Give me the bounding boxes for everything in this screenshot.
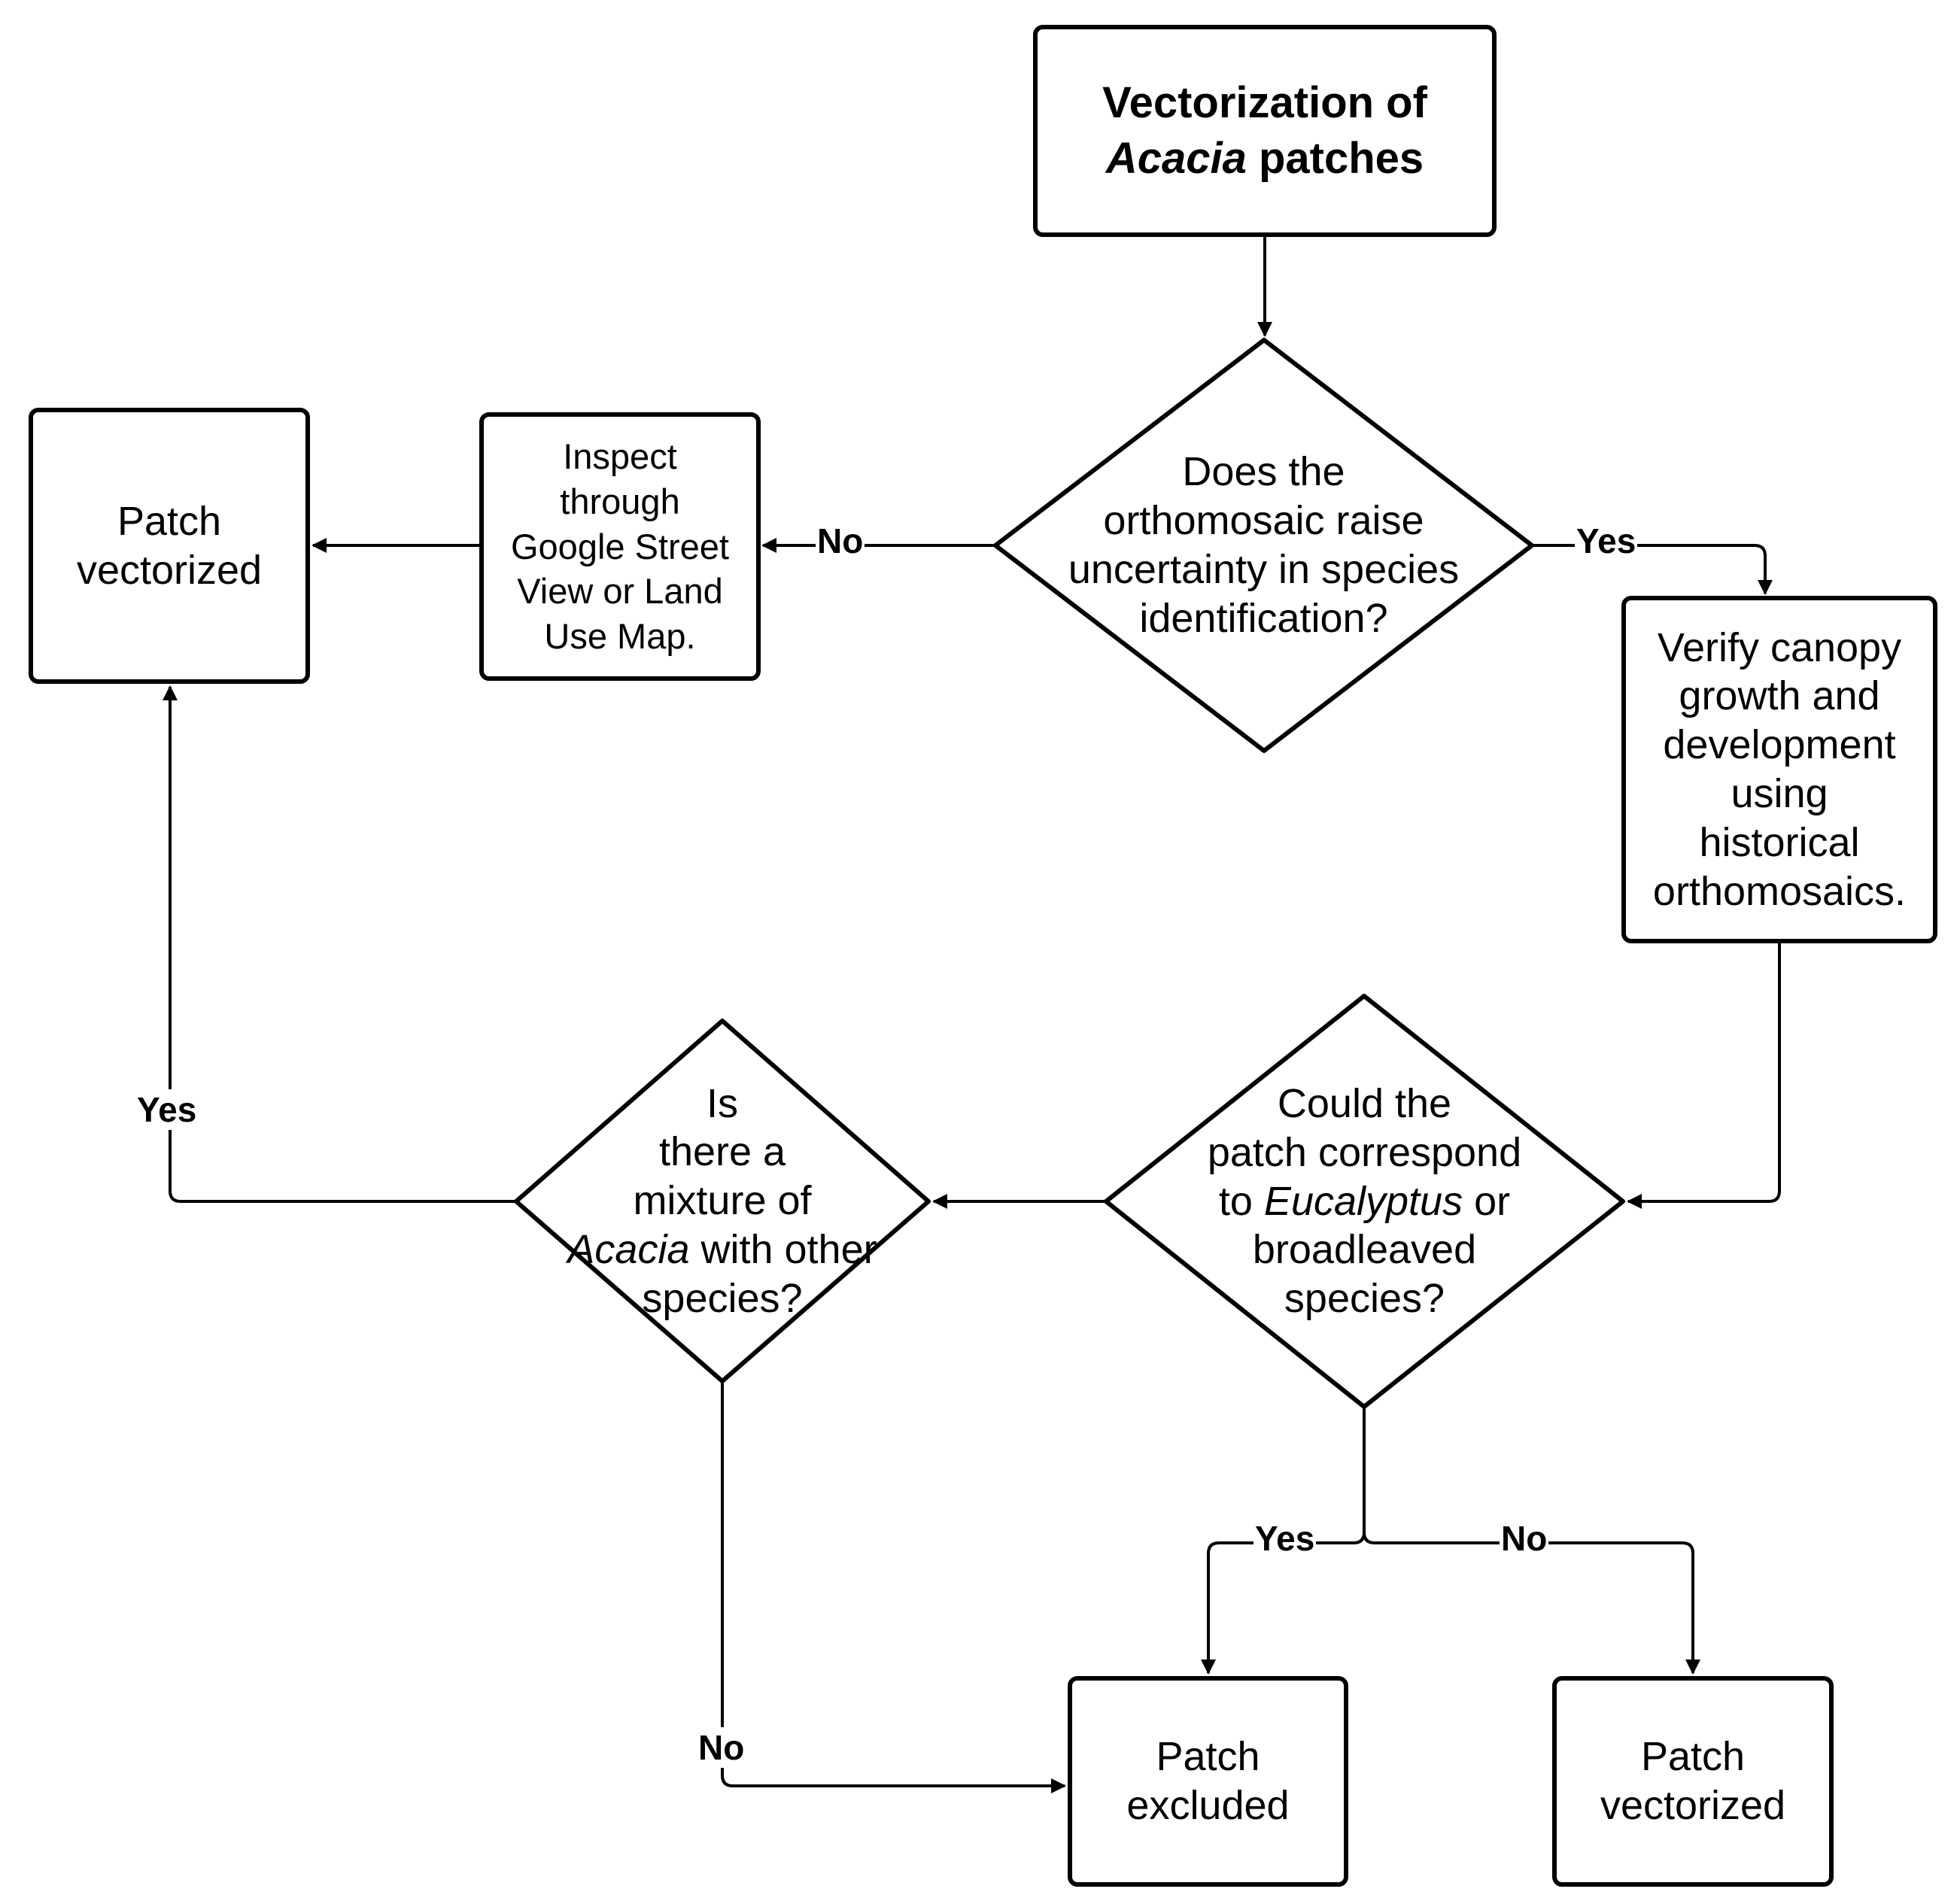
verify-line: historical <box>1699 819 1860 865</box>
start-line2-italic: Acacia <box>1105 134 1247 183</box>
arrow-q3-yes <box>163 685 516 1203</box>
edge-label-q3-no: No <box>697 1727 746 1768</box>
patch-vectorized-left-box <box>29 408 310 684</box>
q1-line: Does the <box>1182 449 1345 495</box>
q3-line4-rest: with other <box>689 1226 877 1272</box>
patch-excluded-box <box>1068 1676 1348 1887</box>
patch-excluded-label: Patch excluded <box>1070 1678 1346 1884</box>
start-line2-rest: patches <box>1246 134 1424 183</box>
patch-vectorized-left-line: vectorized <box>76 547 263 593</box>
arrow-q1-yes <box>1532 544 1773 595</box>
q3-line4-italic: Acacia <box>567 1226 690 1272</box>
q3-line5: species? <box>642 1275 803 1321</box>
verify-line: development <box>1663 722 1896 768</box>
start-label: Vectorization of Acacia patches <box>1035 27 1494 235</box>
patch-excluded-line: Patch <box>1156 1734 1260 1780</box>
start-line2: Acacia patches <box>1106 131 1424 187</box>
q3-line4: Acacia with other <box>567 1225 877 1274</box>
q2-line3-pre: to <box>1218 1178 1264 1224</box>
q3-line1: Is <box>706 1080 738 1126</box>
edge-label-q1-no: No <box>816 521 865 561</box>
inspect-label: Inspect through Google Street View or La… <box>482 415 758 679</box>
q2-line2: patch correspond <box>1207 1129 1522 1175</box>
patch-vectorized-left-label: Patch vectorized <box>31 410 308 682</box>
arrow-verify-to-q2 <box>1627 941 1781 1209</box>
q1-label: Does the orthomosaic raise uncertainty i… <box>995 340 1532 751</box>
q2-line1: Could the <box>1277 1081 1452 1126</box>
edge-label-q1-yes: Yes <box>1575 521 1638 561</box>
edge-label-q2-yes: Yes <box>1254 1518 1317 1559</box>
q1-line: identification? <box>1139 595 1388 641</box>
q2-line5: species? <box>1284 1276 1445 1322</box>
verify-line: growth and <box>1679 673 1880 719</box>
decision-uncertainty-diamond <box>993 338 1534 753</box>
patch-vectorized-right-line: Patch <box>1640 1734 1746 1780</box>
q2-line4: broadleaved <box>1252 1227 1477 1273</box>
q3-line3: mixture of <box>633 1178 812 1224</box>
inspect-line: Inspect <box>563 436 677 477</box>
patch-vectorized-right-box <box>1552 1676 1834 1887</box>
inspect-line: Google Street <box>510 526 729 566</box>
patch-excluded-line: excluded <box>1126 1783 1290 1828</box>
arrow-q2-no <box>1363 1532 1700 1675</box>
arrow-q3-no <box>721 1381 1066 1793</box>
verify-line: using <box>1731 771 1828 816</box>
q1-line: orthomosaic raise <box>1103 498 1424 544</box>
start-line1: Vectorization of <box>1102 78 1427 128</box>
q2-label: Could the patch correspond to Eucalyptus… <box>1106 996 1623 1407</box>
q2-line3: to Eucalyptus or <box>1219 1177 1510 1226</box>
patch-vectorized-left-line: Patch <box>117 498 222 544</box>
q3-line2: there a <box>658 1129 786 1175</box>
verify-line: Verify canopy <box>1657 624 1902 670</box>
q1-line: uncertainty in species <box>1068 547 1460 592</box>
patch-vectorized-right-label: Patch vectorized <box>1554 1678 1831 1884</box>
verify-line: orthomosaics. <box>1652 868 1907 914</box>
inspect-line: View or Land <box>517 571 723 612</box>
q2-line3-italic: Eucalyptus <box>1263 1178 1463 1224</box>
verify-label: Verify canopy growth and development usi… <box>1624 598 1935 941</box>
edge-label-q3-yes: Yes <box>135 1089 199 1130</box>
edge-label-q2-no: No <box>1500 1518 1549 1559</box>
patch-vectorized-right-line: vectorized <box>1600 1783 1786 1828</box>
inspect-line: Use Map. <box>544 616 696 657</box>
q3-label: Is there a mixture of Acacia with other … <box>516 1021 928 1381</box>
q2-line3-post: or <box>1463 1178 1511 1224</box>
inspect-line: through <box>560 481 680 521</box>
